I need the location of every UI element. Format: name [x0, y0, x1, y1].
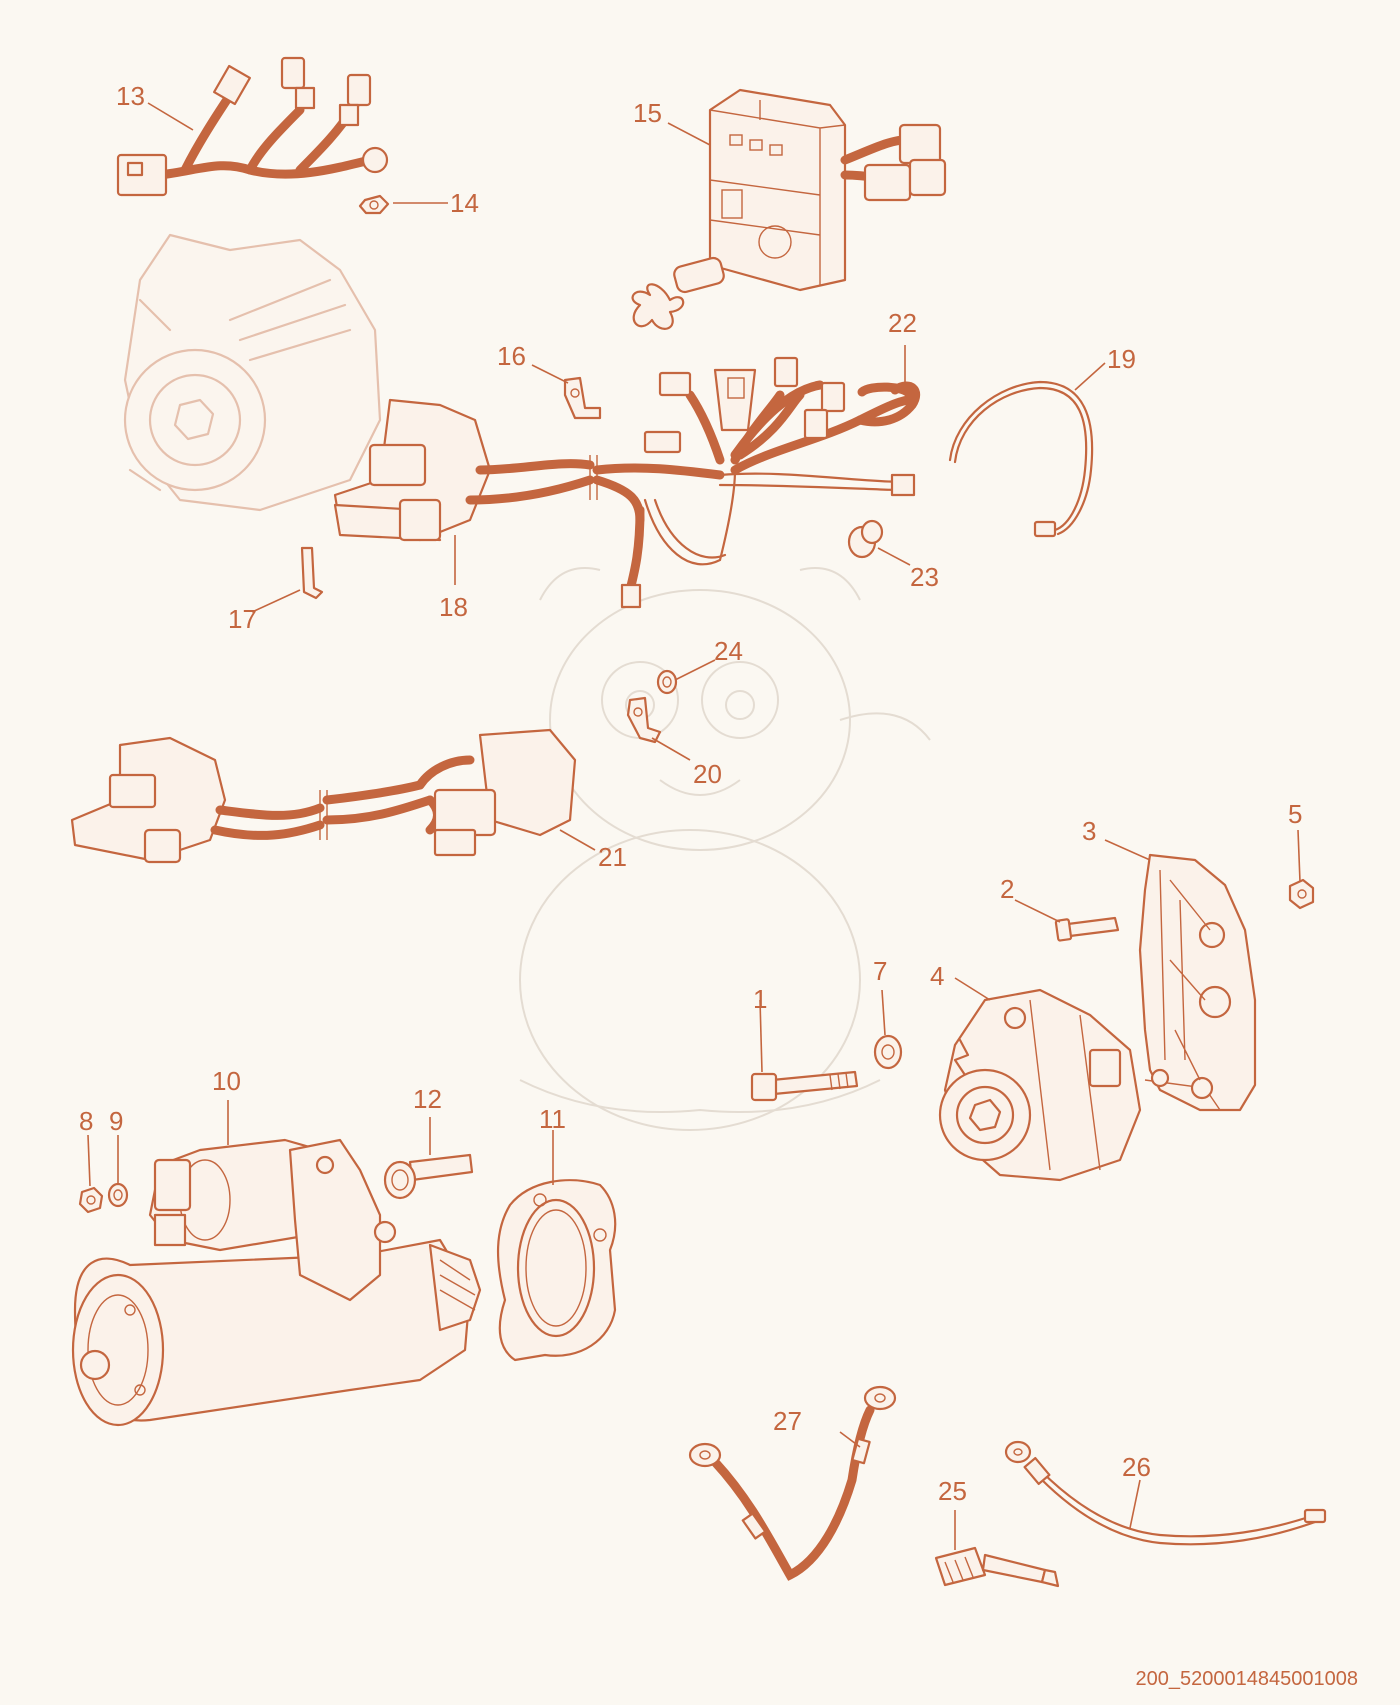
nut-14: [358, 194, 390, 215]
clip-20: [626, 696, 662, 744]
callout-7: 7: [873, 956, 887, 986]
callout-19: 19: [1107, 344, 1136, 374]
control-unit-15: [708, 88, 947, 292]
glow-plug-25: [934, 1546, 1060, 1588]
connector-22: [857, 382, 915, 400]
alternator-bracket-3: [1138, 853, 1257, 1112]
callout-labels: 13 14 15 16 17 18 19 22 23 24 20 21 3 5 …: [79, 81, 1302, 1506]
leader-lines: [87, 102, 1301, 1550]
callout-11: 11: [539, 1104, 566, 1134]
callout-14: 14: [450, 188, 479, 218]
callout-3: 3: [1082, 816, 1096, 846]
callout-16: 16: [497, 341, 526, 371]
callout-9: 9: [109, 1106, 123, 1136]
callout-26: 26: [1122, 1452, 1151, 1482]
bolt-2: [1054, 916, 1120, 942]
callout-10: 10: [212, 1066, 241, 1096]
callout-24: 24: [714, 636, 743, 666]
ignition-key: [631, 256, 725, 330]
starter-motor-10: [71, 1138, 482, 1427]
callout-27: 27: [773, 1406, 802, 1436]
callout-17: 17: [228, 604, 257, 634]
bracket-17: [300, 546, 324, 600]
nut-5: [1288, 878, 1315, 910]
callout-22: 22: [888, 308, 917, 338]
alternator-background-image: [123, 233, 382, 512]
callout-15: 15: [633, 98, 662, 128]
callout-5: 5: [1288, 799, 1302, 829]
callout-1: 1: [753, 984, 767, 1014]
callout-20: 20: [693, 759, 722, 789]
reference-code: 200_5200014845001008: [1136, 1668, 1358, 1690]
callout-18: 18: [439, 592, 468, 622]
nut-8: [78, 1186, 104, 1214]
washer-7: [873, 1034, 903, 1070]
main-wiring-harness-18: [333, 356, 921, 609]
clip-16: [563, 376, 602, 420]
callout-21: 21: [598, 842, 627, 872]
callout-4: 4: [930, 961, 944, 991]
callout-25: 25: [938, 1476, 967, 1506]
callout-8: 8: [79, 1106, 93, 1136]
cable-26: [1004, 1440, 1327, 1546]
grommet-23: [847, 519, 884, 559]
wire-19: [948, 380, 1094, 538]
bolt-1: [750, 1070, 859, 1102]
washer-24: [656, 669, 678, 695]
wiring-harness-13: [116, 56, 389, 197]
washer-9: [107, 1182, 129, 1208]
callout-13: 13: [116, 81, 145, 111]
wiring-harness-21: [70, 728, 577, 864]
callout-23: 23: [910, 562, 939, 592]
flange-11: [496, 1179, 617, 1362]
alternator-4: [938, 988, 1142, 1182]
bushing-12: [383, 1153, 474, 1200]
callout-2: 2: [1000, 874, 1014, 904]
callout-12: 12: [413, 1084, 442, 1114]
